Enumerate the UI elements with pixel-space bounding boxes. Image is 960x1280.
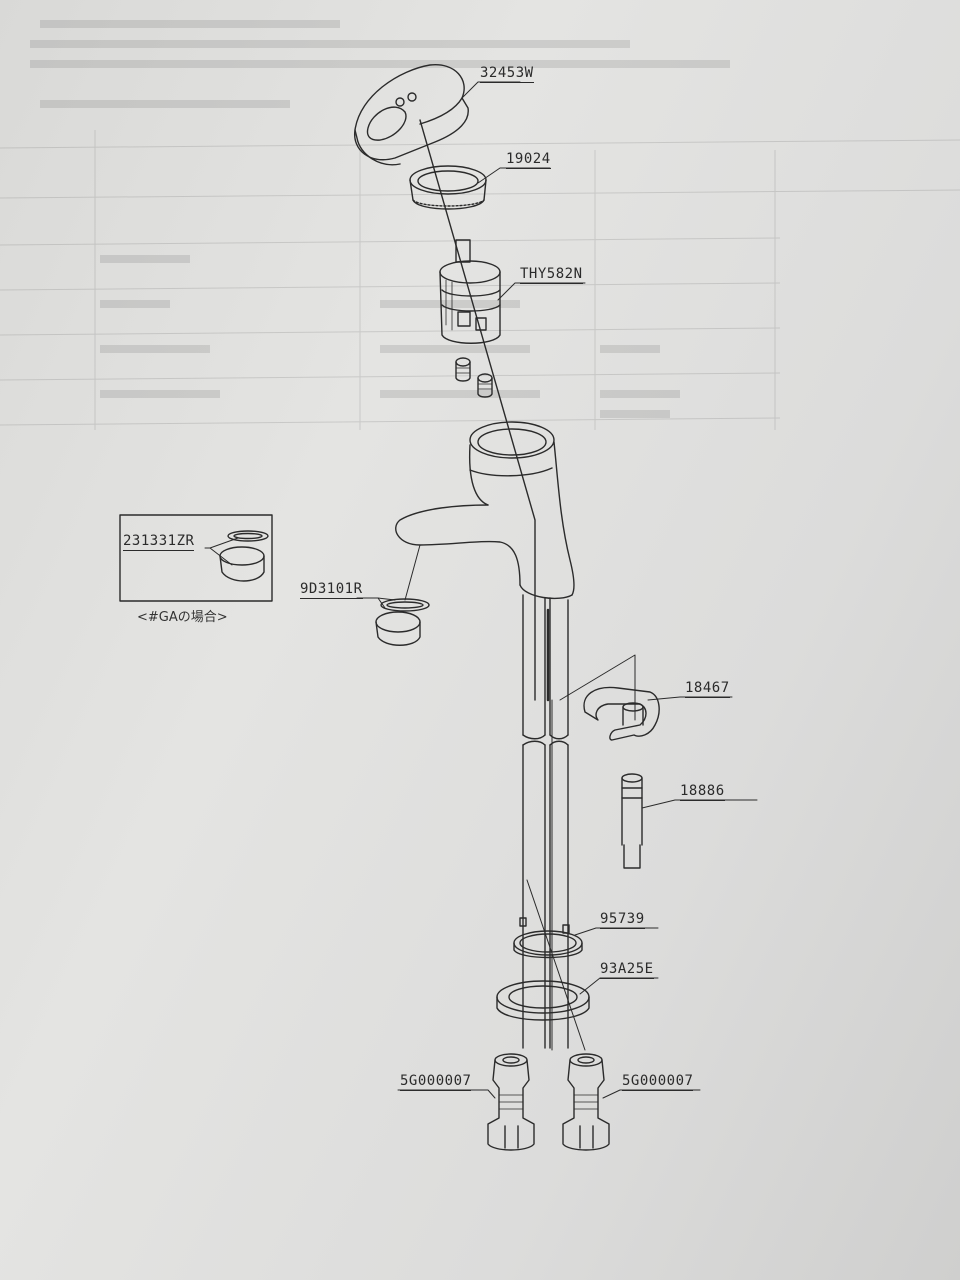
inset-caption: <#GAの場合> — [137, 610, 228, 625]
leader-lines — [204, 81, 758, 1099]
part-label-32453W: 32453W — [480, 65, 534, 83]
part-label-5G000007-right: 5G000007 — [622, 1073, 694, 1091]
part-label-THY582N: THY582N — [520, 266, 583, 284]
part-label-18886: 18886 — [680, 783, 725, 801]
lock-washer-part — [496, 980, 590, 1021]
seal-packings-part — [455, 357, 493, 398]
inset-aerator-part — [219, 530, 269, 582]
part-label-18467: 18467 — [685, 680, 730, 698]
part-label-5G000007-left: 5G000007 — [400, 1073, 472, 1091]
part-label-93A25E: 93A25E — [600, 961, 654, 979]
hose-nut-left-part — [487, 1053, 535, 1151]
lever-handle-part — [354, 64, 469, 166]
inset-box — [119, 514, 273, 602]
assembly-centerline — [419, 119, 536, 701]
fixing-bracket-part — [559, 654, 660, 741]
spacer-washer-part — [513, 917, 583, 959]
aerator-part — [375, 544, 430, 646]
hose-nut-right-part — [562, 1053, 610, 1151]
faucet-body-part — [395, 421, 575, 600]
mounting-bolt-part — [621, 773, 643, 869]
cap-nut-part — [409, 165, 487, 210]
part-label-9D3101R: 9D3101R — [300, 581, 363, 599]
part-label-19024: 19024 — [506, 151, 551, 169]
supply-hoses-part — [522, 594, 569, 1049]
part-label-95739: 95739 — [600, 911, 645, 929]
inset-part-label-231331ZR: 231331ZR — [123, 533, 195, 551]
cartridge-part — [439, 239, 501, 344]
